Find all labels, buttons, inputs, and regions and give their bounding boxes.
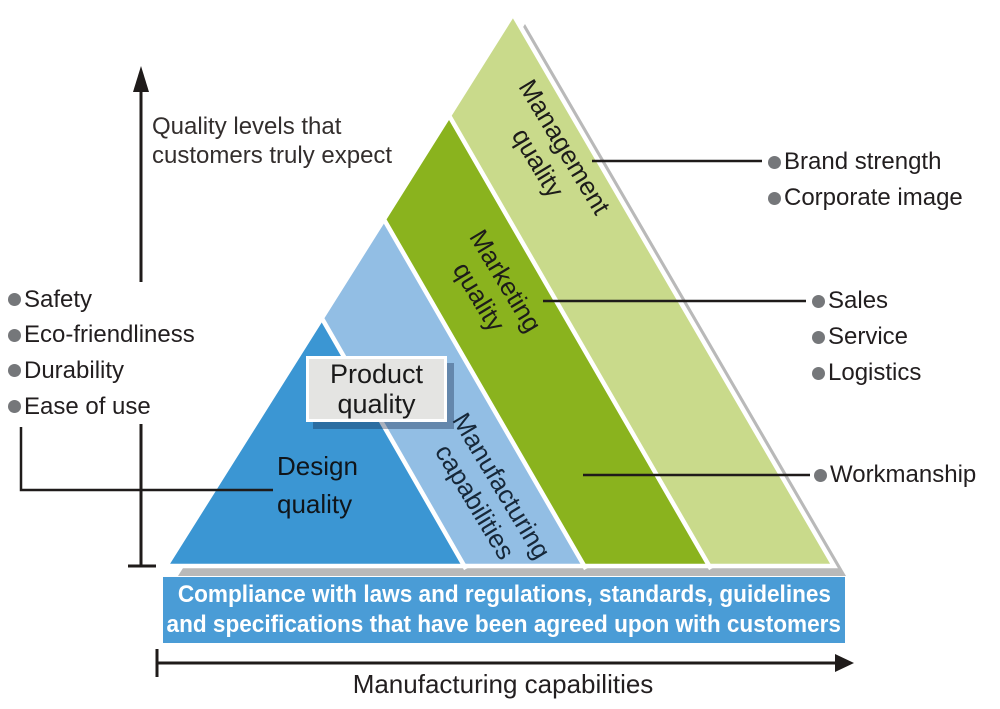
list-item-label: Eco-friendliness xyxy=(24,321,195,349)
bullet-icon xyxy=(768,191,781,205)
list-item-corporate-image: Corporate image xyxy=(768,180,967,216)
list-item-label: Safety xyxy=(24,285,93,313)
bullet-icon xyxy=(8,400,21,414)
bullet-icon xyxy=(814,468,827,482)
band-label-design-quality: Design quality xyxy=(277,447,358,523)
bullet-icon xyxy=(812,330,825,344)
band-manufacturing-capabilities xyxy=(322,219,585,566)
band-design-quality xyxy=(166,318,465,566)
bullet-icon xyxy=(8,364,21,378)
list-item-label: Service xyxy=(828,323,909,350)
band-label-line1: Design xyxy=(277,451,358,481)
bullet-icon xyxy=(812,294,825,308)
list-item-label: Sales xyxy=(828,287,889,314)
y-axis-label-line1: Quality levels that xyxy=(152,113,342,140)
list-item-durability: Durability xyxy=(8,353,199,389)
list-item-eco-friendliness: Eco-friendliness xyxy=(8,317,199,354)
y-axis-arrowhead-icon xyxy=(133,66,149,92)
list-item-logistics: Logistics xyxy=(812,355,926,391)
compliance-bar-line2: and specifications that have been agreed… xyxy=(166,611,842,638)
x-axis-label: Manufacturing capabilities xyxy=(352,669,654,699)
brand-bullet-list: Brand strength Corporate image xyxy=(768,144,967,216)
list-item-label: Ease of use xyxy=(24,392,151,420)
connector-design-quality xyxy=(19,427,273,492)
list-item-label: Durability xyxy=(24,356,125,384)
pyramid-outline xyxy=(161,9,838,569)
band-divider xyxy=(380,214,588,571)
bullet-icon xyxy=(768,155,781,169)
x-axis-arrowhead-icon xyxy=(835,654,854,672)
bullet-icon xyxy=(8,293,21,307)
product-box-line1: Product xyxy=(329,359,424,389)
bullet-icon xyxy=(812,366,825,380)
left-bullet-list: Safety Eco-friendliness Durability Ease … xyxy=(8,282,199,425)
band-label-line2: quality xyxy=(277,489,353,519)
product-box-line2: quality xyxy=(337,389,416,419)
band-management-quality xyxy=(449,14,834,566)
list-item-label: Logistics xyxy=(828,359,922,386)
list-item-label: Corporate image xyxy=(784,184,963,211)
list-item-ease-of-use: Ease of use xyxy=(8,388,199,425)
compliance-bar: Compliance with laws and regulations, st… xyxy=(163,577,845,643)
y-axis-label-line2: customers truly expect xyxy=(152,142,393,169)
compliance-bar-line1: Compliance with laws and regulations, st… xyxy=(177,581,831,608)
bullet-icon xyxy=(8,328,21,342)
list-item-label: Brand strength xyxy=(784,148,942,175)
list-item-service: Service xyxy=(812,319,926,355)
y-axis-label: Quality levels that customers truly expe… xyxy=(152,112,392,170)
list-item-brand-strength: Brand strength xyxy=(768,144,967,180)
workmanship-bullet-list: Workmanship xyxy=(814,457,981,493)
list-item-sales: Sales xyxy=(812,283,926,319)
list-item-workmanship: Workmanship xyxy=(814,457,981,493)
list-item-safety: Safety xyxy=(8,282,199,318)
product-quality-box: Product quality xyxy=(306,356,447,422)
sales-bullet-list: Sales Service Logistics xyxy=(812,283,926,391)
band-divider xyxy=(445,110,713,571)
list-item-label: Workmanship xyxy=(830,461,977,488)
band-marketing-quality xyxy=(384,115,710,566)
